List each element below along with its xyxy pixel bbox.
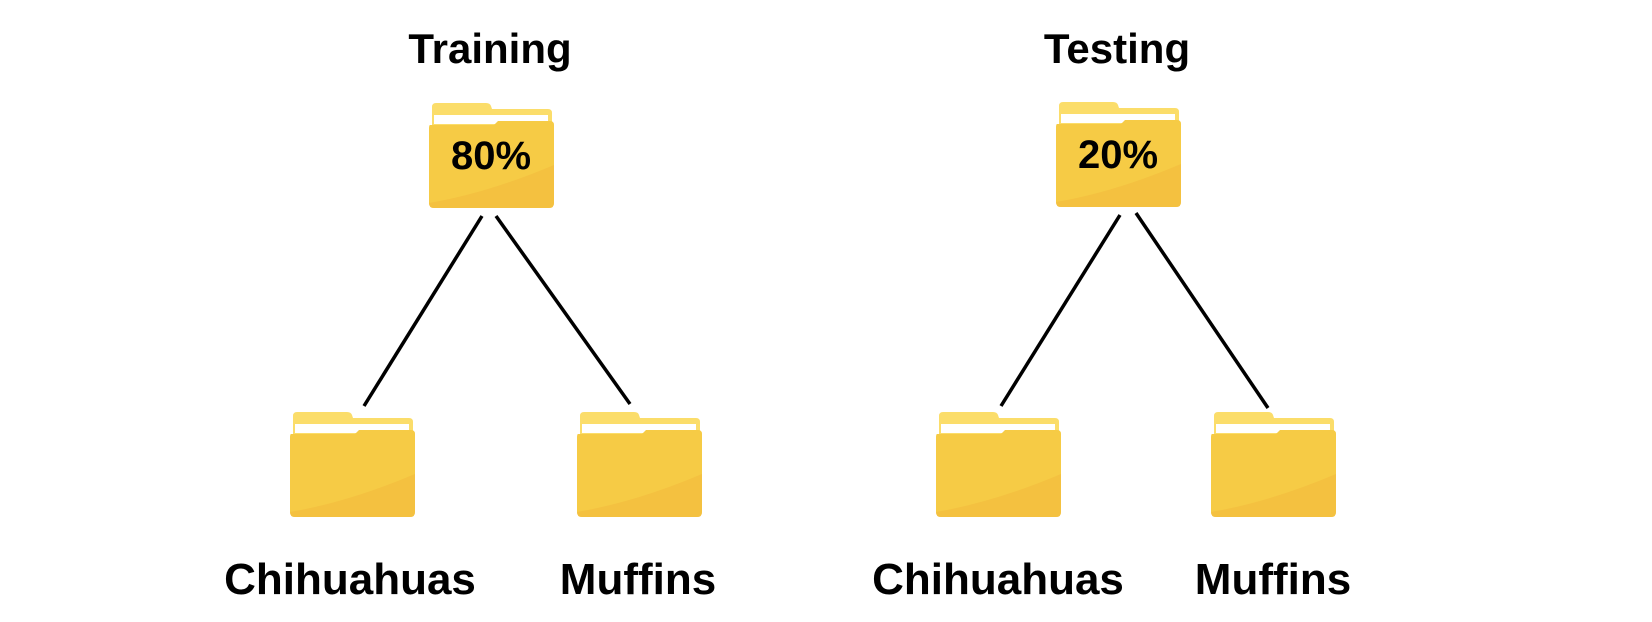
testing-muffins-folder-icon (1210, 412, 1336, 518)
connector-training-chihuahuas (362, 215, 484, 407)
testing-folder-icon: 20% (1055, 102, 1181, 208)
training-muffins-folder-icon (576, 412, 702, 518)
connector-testing-chihuahuas (999, 214, 1122, 407)
testing-muffins-label: Muffins (1194, 555, 1352, 604)
training-muffins-label: Muffins (559, 555, 717, 604)
connector-testing-muffins (1134, 212, 1270, 409)
testing-chihuahuas-label: Chihuahuas (872, 555, 1124, 604)
training-percent: 80% (450, 134, 532, 178)
connector-training-muffins (494, 214, 632, 406)
training-chihuahuas-folder-icon (289, 412, 415, 518)
testing-percent: 20% (1077, 133, 1159, 177)
testing-chihuahuas-folder-icon (935, 412, 1061, 518)
training-folder-icon: 80% (428, 103, 554, 209)
testing-title: Testing (1043, 25, 1191, 72)
training-chihuahuas-label: Chihuahuas (224, 555, 476, 604)
training-title: Training (408, 25, 572, 72)
